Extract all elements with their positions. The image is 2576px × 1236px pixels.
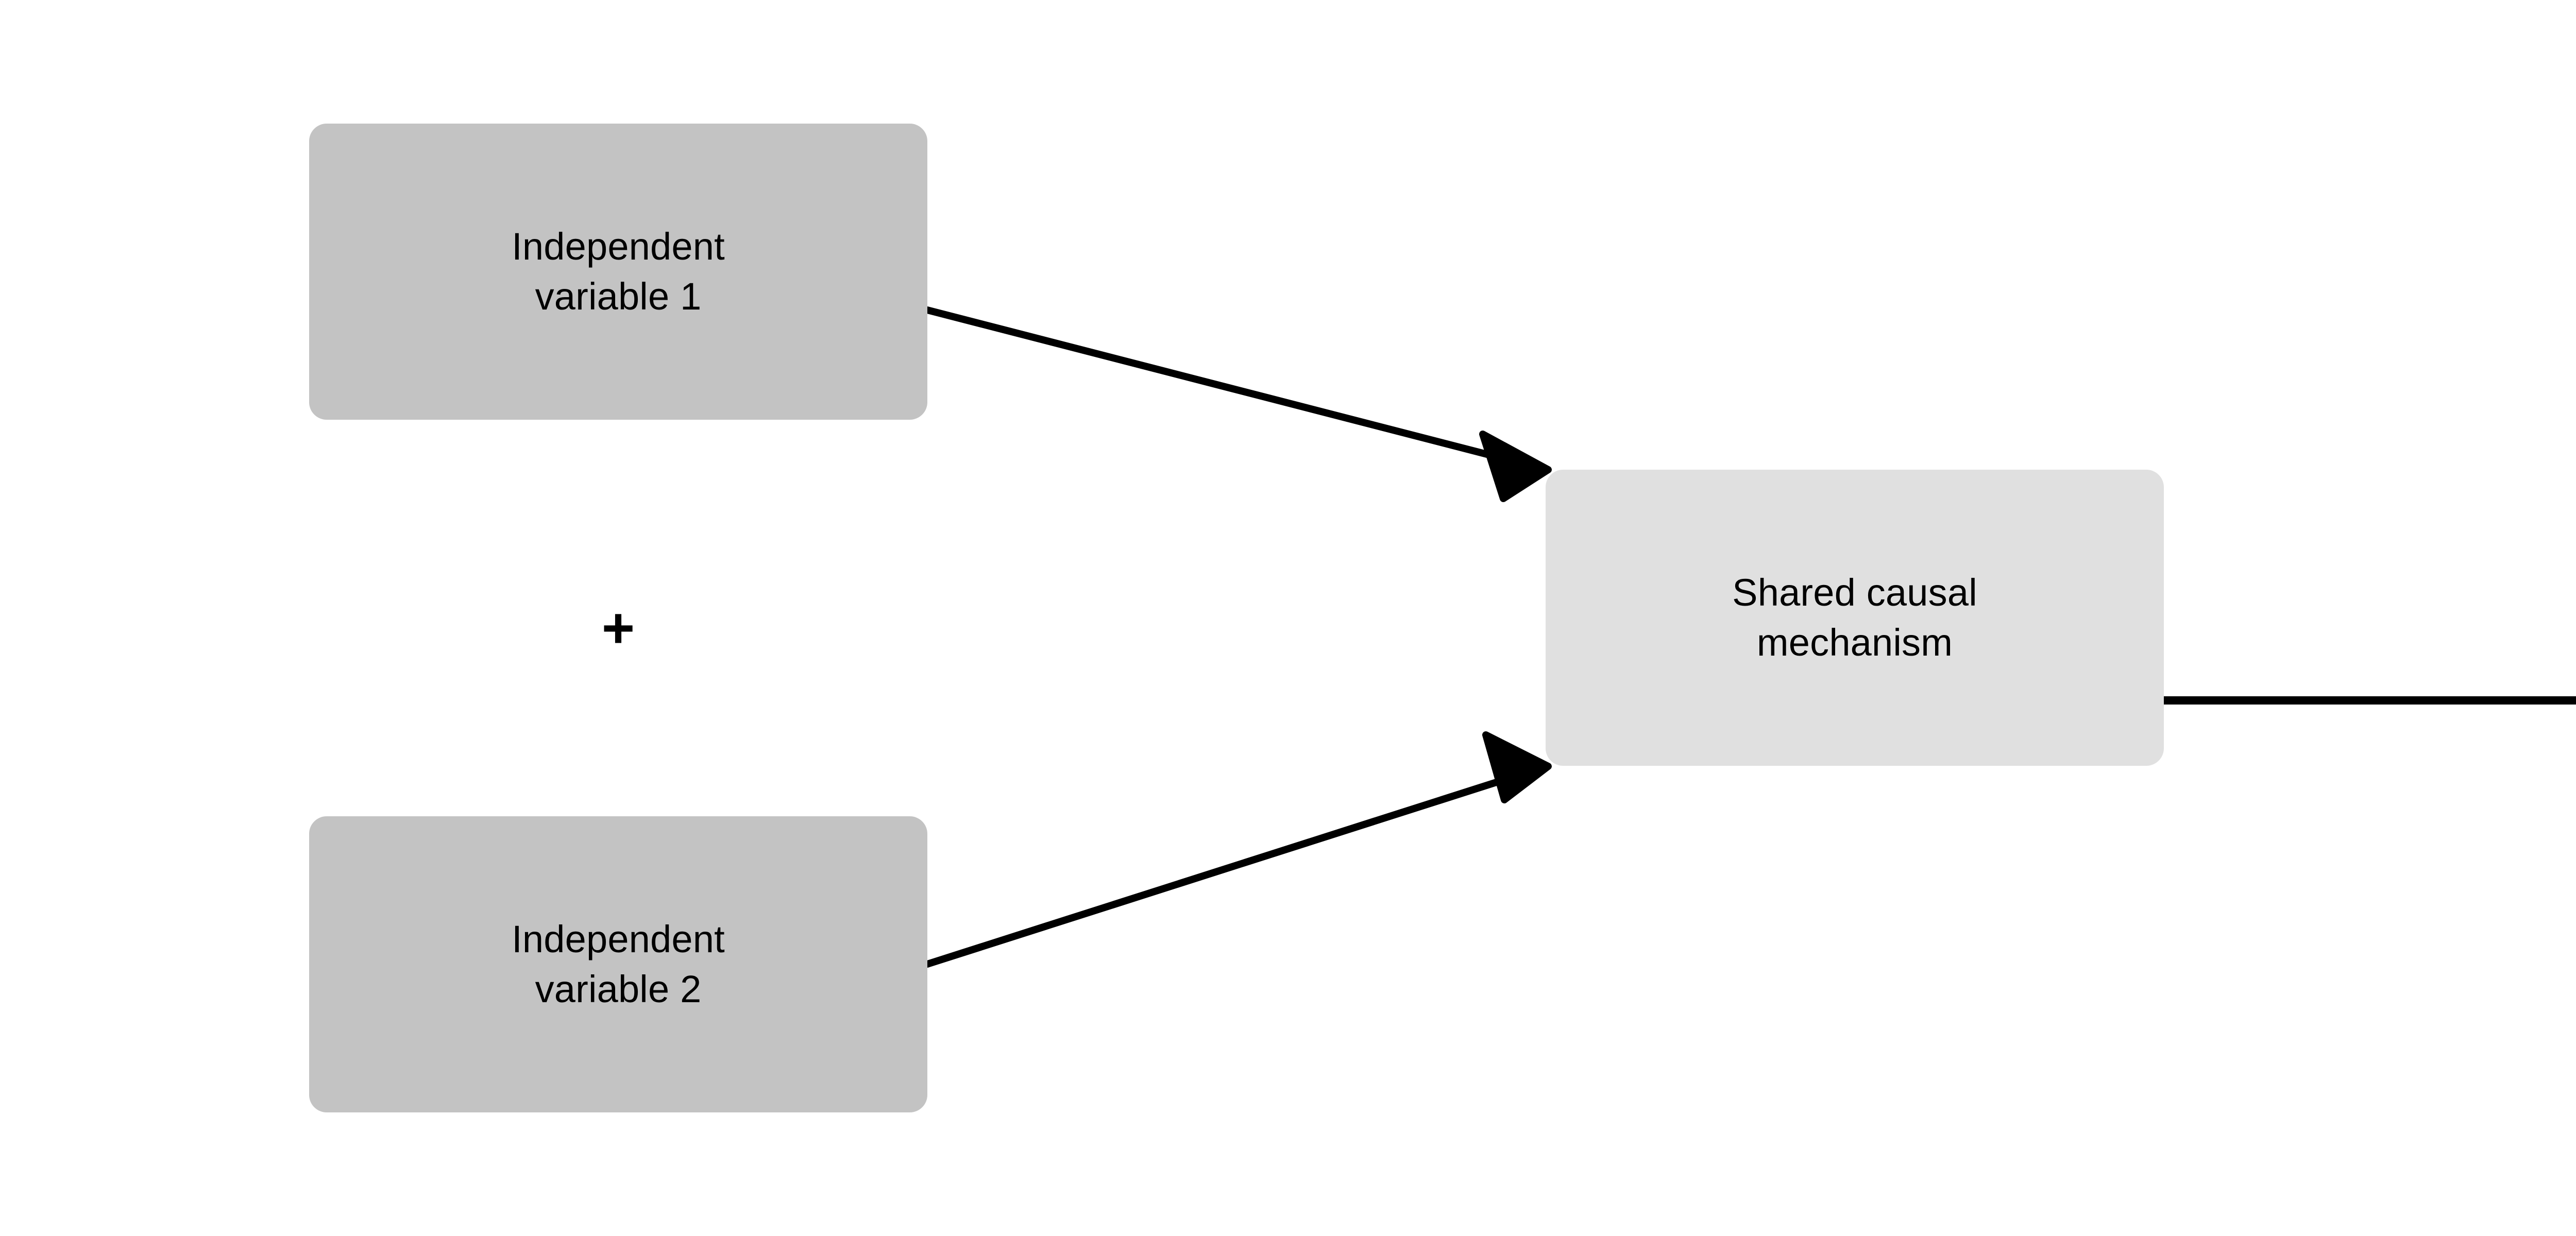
node-label: Independent variable 2	[512, 918, 725, 1010]
arrowhead-icon	[1479, 431, 1552, 502]
plus-icon: +	[601, 596, 635, 660]
node-label: Independent variable 1	[512, 225, 725, 318]
edge-line	[924, 771, 1522, 968]
edge-iv1-to-mechanism	[924, 306, 1552, 502]
node-label: Shared causal mechanism	[1732, 571, 1977, 664]
edge-mechanism-to-dv	[2162, 696, 2576, 705]
edge-line	[924, 306, 1522, 466]
edge-iv2-to-mechanism	[924, 731, 1552, 968]
arrowhead-icon	[1482, 731, 1552, 803]
node-shared-causal-mechanism[interactable]: Shared causal mechanism	[1546, 470, 2164, 766]
node-independent-variable-1[interactable]: Independent variable 1	[309, 124, 927, 420]
node-independent-variable-2[interactable]: Independent variable 2	[309, 816, 927, 1112]
